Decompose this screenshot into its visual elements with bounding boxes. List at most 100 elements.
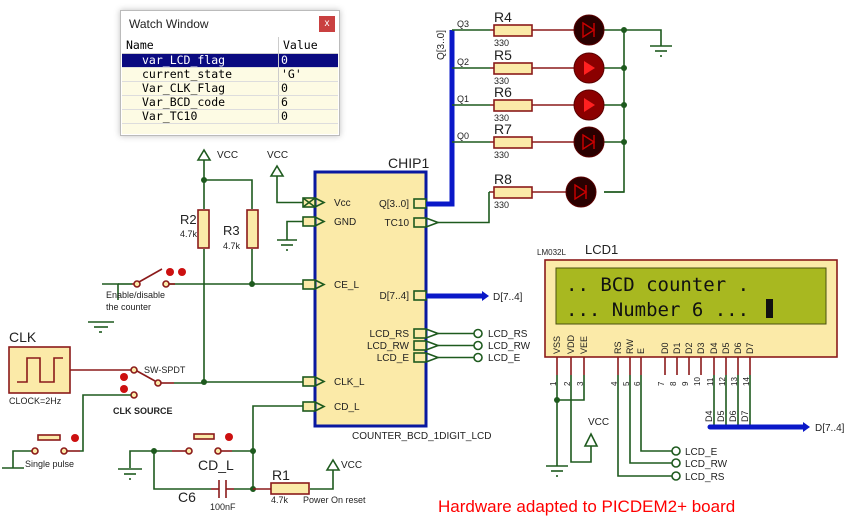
lcd-pin[interactable]: E6 xyxy=(633,348,646,386)
resistor-ref: R8 xyxy=(494,171,512,187)
bus-tap-label: D4 xyxy=(704,410,714,422)
cd-l-button[interactable] xyxy=(172,433,232,455)
clock-label: CLOCK=2Hz xyxy=(9,396,62,406)
watch-window-titlebar[interactable]: Watch Window x xyxy=(121,11,339,37)
led-off-icon[interactable] xyxy=(573,126,605,158)
watch-window-title: Watch Window xyxy=(129,17,209,31)
spdt-label: SW-SPDT xyxy=(144,365,186,375)
watch-var-value[interactable]: 6 xyxy=(278,95,338,110)
lcd-pin-number: 11 xyxy=(706,377,715,386)
lcd-pin-number: 2 xyxy=(563,381,572,386)
lcd-pin[interactable]: RS4 xyxy=(610,341,623,386)
resistor-ref: R7 xyxy=(494,121,512,137)
led-off-icon[interactable] xyxy=(573,14,605,46)
lcd-pin-number: 12 xyxy=(718,377,727,386)
ground-icon xyxy=(650,45,672,57)
resistor-ref: R4 xyxy=(494,9,512,25)
resistor-value: 330 xyxy=(494,113,509,123)
c6-value: 100nF xyxy=(210,502,236,512)
lcd-pin[interactable]: VDD 2 xyxy=(563,334,576,386)
watch-var-value[interactable]: 0 xyxy=(278,109,338,124)
resistor-r5[interactable] xyxy=(493,62,533,75)
lcd-pin-name: D6 xyxy=(733,342,743,354)
single-pulse-button[interactable] xyxy=(31,434,80,455)
resistor-value: 330 xyxy=(494,200,509,210)
column-header-name[interactable]: Name xyxy=(122,37,279,54)
lcd-pin[interactable]: RW5 xyxy=(622,339,635,386)
d-bus-label-chip: D[7..4] xyxy=(493,292,523,303)
pin-lcd-rs: LCD_RS xyxy=(370,329,410,340)
lcd-ref: LCD1 xyxy=(585,242,618,257)
watch-var-value[interactable]: 0 xyxy=(278,53,338,68)
resistor-r2[interactable] xyxy=(197,209,210,249)
lcd-pin-name: VDD xyxy=(566,334,576,354)
q-bus[interactable] xyxy=(426,30,455,207)
pin-lcd-rw: LCD_RW xyxy=(367,341,410,352)
resistor-r7[interactable] xyxy=(493,136,533,149)
net-label: Q1 xyxy=(457,94,469,104)
lcd-pin[interactable]: D07 xyxy=(657,342,670,386)
lcd-pin[interactable]: D3 10 xyxy=(693,342,706,386)
lcd-pin-number: 10 xyxy=(693,377,702,386)
d-bus-label-lcd: D[7..4] xyxy=(815,423,845,434)
resistor-r4[interactable] xyxy=(493,24,533,37)
pin-d74: D[7..4] xyxy=(380,291,410,302)
lcd-pin-name: D3 xyxy=(696,342,706,354)
watch-var-name: Var_CLK_Flag xyxy=(122,81,279,96)
lcd-pin-number: 1 xyxy=(549,381,558,386)
chip1-part: COUNTER_BCD_1DIGIT_LCD xyxy=(352,431,491,442)
watch-var-name: Var_TC10 xyxy=(122,109,279,124)
pin-gnd: GND xyxy=(334,217,356,228)
watch-var-value[interactable]: 'G' xyxy=(278,67,338,82)
lcd-line-1: .. BCD counter . xyxy=(566,274,749,296)
vcc-label-chip: VCC xyxy=(267,150,288,161)
lcd-screen xyxy=(555,267,827,325)
watch-var-value[interactable]: 0 xyxy=(278,81,338,96)
capacitor-c6[interactable] xyxy=(211,480,234,498)
lcd-pin[interactable]: D5 12 xyxy=(718,342,731,427)
resistor-r6[interactable] xyxy=(493,99,533,112)
resistor-r8[interactable] xyxy=(493,186,533,199)
net-lcd-rw: LCD_RW xyxy=(488,341,531,352)
lcd-part: LM032L xyxy=(537,248,566,257)
lcd-pin-number: 8 xyxy=(669,381,678,386)
enable-switch[interactable] xyxy=(118,268,175,288)
column-header-value[interactable]: Value xyxy=(278,37,338,54)
lcd-pin[interactable]: D1 8 xyxy=(669,342,682,386)
resistor-r1[interactable] xyxy=(270,482,310,495)
spdt-switch[interactable] xyxy=(70,366,174,399)
resistor-ref: R5 xyxy=(494,47,512,63)
led-off-icon[interactable] xyxy=(565,176,597,208)
net-lcd-rs: LCD_RS xyxy=(488,329,528,340)
c6-ref: C6 xyxy=(178,489,196,505)
lcd-pin[interactable]: D4 11 xyxy=(706,342,719,427)
r3-value: 4.7k xyxy=(223,241,241,251)
enable-label-1: Enable/disable xyxy=(106,290,165,300)
lcd-pin[interactable]: D29 xyxy=(681,342,694,386)
lcd-pin-name: D1 xyxy=(672,342,682,354)
vcc-label-lcd: VCC xyxy=(588,417,609,428)
close-icon[interactable]: x xyxy=(319,16,335,32)
lcd-pin-number: 7 xyxy=(657,381,666,386)
pin-cd-l: CD_L xyxy=(334,402,360,413)
chip1-body[interactable] xyxy=(313,170,428,428)
power-on-reset-label: Power On reset xyxy=(303,495,366,505)
lcd-pin-name: D4 xyxy=(709,342,719,354)
watch-row[interactable]: current_state'G' xyxy=(122,67,338,82)
net-label: Q3 xyxy=(457,19,469,29)
pin-ce-l: CE_L xyxy=(334,280,359,291)
resistor-r3[interactable] xyxy=(246,209,259,249)
lcd-pin-name: D5 xyxy=(721,342,731,354)
